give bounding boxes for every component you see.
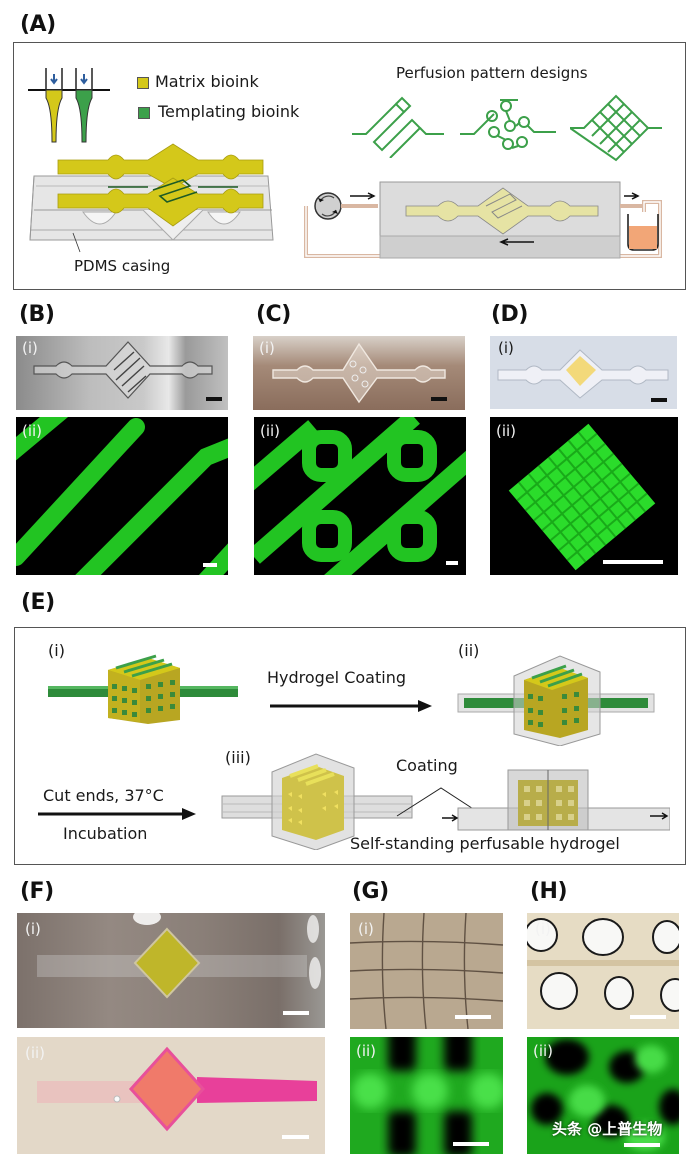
panel-b-i-scalebar: [206, 397, 222, 401]
panel-f-ii-scalebar: [282, 1135, 309, 1139]
incubation-label: Incubation: [63, 824, 148, 843]
panel-c-i-scalebar: [431, 397, 447, 401]
perfusion-circuit-diagram: [304, 181, 662, 259]
panel-g-ii-fluorescence: (ii): [350, 1037, 503, 1154]
pattern-grid-icon: [570, 94, 662, 162]
panel-b-label: (B): [19, 302, 55, 327]
panel-f-i-scalebar: [283, 1011, 309, 1015]
panel-e-label: (E): [21, 590, 55, 615]
legend-label-matrix: Matrix bioink: [155, 72, 259, 91]
cube-i-diagram: [48, 654, 238, 724]
cut-ends-label: Cut ends, 37°C: [43, 786, 164, 805]
panel-b-ii-scalebar: [203, 563, 217, 567]
coating-pointer-lines: [396, 787, 482, 817]
panel-c-ii-sublabel: (ii): [260, 422, 281, 440]
pattern-serpentine-icon: [352, 96, 444, 158]
panel-b-i-sublabel: (i): [22, 339, 38, 357]
cube-iii-diagram: [221, 753, 413, 850]
hydrogel-coating-label: Hydrogel Coating: [267, 668, 406, 687]
self-standing-label: Self-standing perfusable hydrogel: [350, 834, 620, 853]
cross-section-diagram: [442, 769, 670, 831]
panel-d-ii-scalebar: [603, 560, 663, 564]
panel-d-i-photo: (i): [490, 336, 677, 409]
pdms-device-diagram: [29, 143, 274, 253]
watermark: 头条 @上普生物: [552, 1120, 663, 1138]
panel-e-iii-sublabel: (iii): [225, 748, 251, 767]
panel-g-label: (G): [352, 879, 389, 904]
pattern-branched-icon: [460, 99, 556, 150]
legend-swatch-matrix: [137, 77, 149, 89]
legend-label-templating: Templating bioink: [158, 102, 300, 121]
panel-c-i-sublabel: (i): [259, 339, 275, 357]
panel-h-label: (H): [530, 879, 568, 904]
cube-ii-diagram: [457, 655, 655, 746]
syringes-icon: [28, 68, 110, 143]
panel-h-ii-fluorescence: (ii): [527, 1037, 679, 1154]
panel-d-ii-sublabel: (ii): [496, 422, 517, 440]
panel-d-ii-fluorescence: (ii): [490, 417, 678, 575]
arrow-right-icon: [270, 700, 432, 712]
coating-label: Coating: [396, 756, 458, 775]
panel-d-label: (D): [491, 302, 528, 327]
panel-h-ii-sublabel: (ii): [533, 1042, 554, 1060]
panel-b-i-photo: (i): [16, 336, 228, 410]
panel-h-i-photo: (i): [527, 913, 679, 1029]
panel-b-ii-fluorescence: (ii): [16, 417, 228, 575]
panel-g-i-photo: (i): [350, 913, 503, 1029]
panel-g-i-scalebar: [455, 1015, 491, 1019]
panel-e-ii-sublabel: (ii): [458, 641, 480, 660]
panel-g-ii-scalebar: [453, 1142, 489, 1146]
panel-e-i-sublabel: (i): [48, 641, 65, 660]
panel-f-i-photo: (i): [17, 913, 325, 1028]
panel-b-ii-sublabel: (ii): [22, 422, 43, 440]
perfusion-title: Perfusion pattern designs: [396, 64, 588, 82]
arrow-right-icon-2: [38, 808, 196, 820]
panel-c-i-photo: (i): [253, 336, 465, 410]
panel-f-i-sublabel: (i): [25, 920, 41, 938]
panel-a-label: (A): [20, 12, 56, 37]
panel-c-label: (C): [256, 302, 291, 327]
panel-c-ii-scalebar: [446, 561, 458, 565]
panel-d-i-sublabel: (i): [498, 339, 514, 357]
panel-f-ii-sublabel: (ii): [25, 1044, 46, 1062]
panel-d-i-scalebar: [651, 398, 667, 402]
panel-f-label: (F): [20, 879, 54, 904]
panel-g-i-sublabel: (i): [358, 920, 374, 938]
legend-swatch-templating: [138, 107, 150, 119]
panel-h-i-sublabel: (i): [535, 920, 551, 938]
panel-h-ii-scalebar: [624, 1143, 660, 1147]
pdms-casing-label: PDMS casing: [74, 257, 171, 275]
panel-f-ii-photo: (ii): [17, 1037, 325, 1154]
panel-c-ii-fluorescence: (ii): [254, 417, 466, 575]
panel-g-ii-sublabel: (ii): [356, 1042, 377, 1060]
panel-h-i-scalebar: [630, 1015, 666, 1019]
